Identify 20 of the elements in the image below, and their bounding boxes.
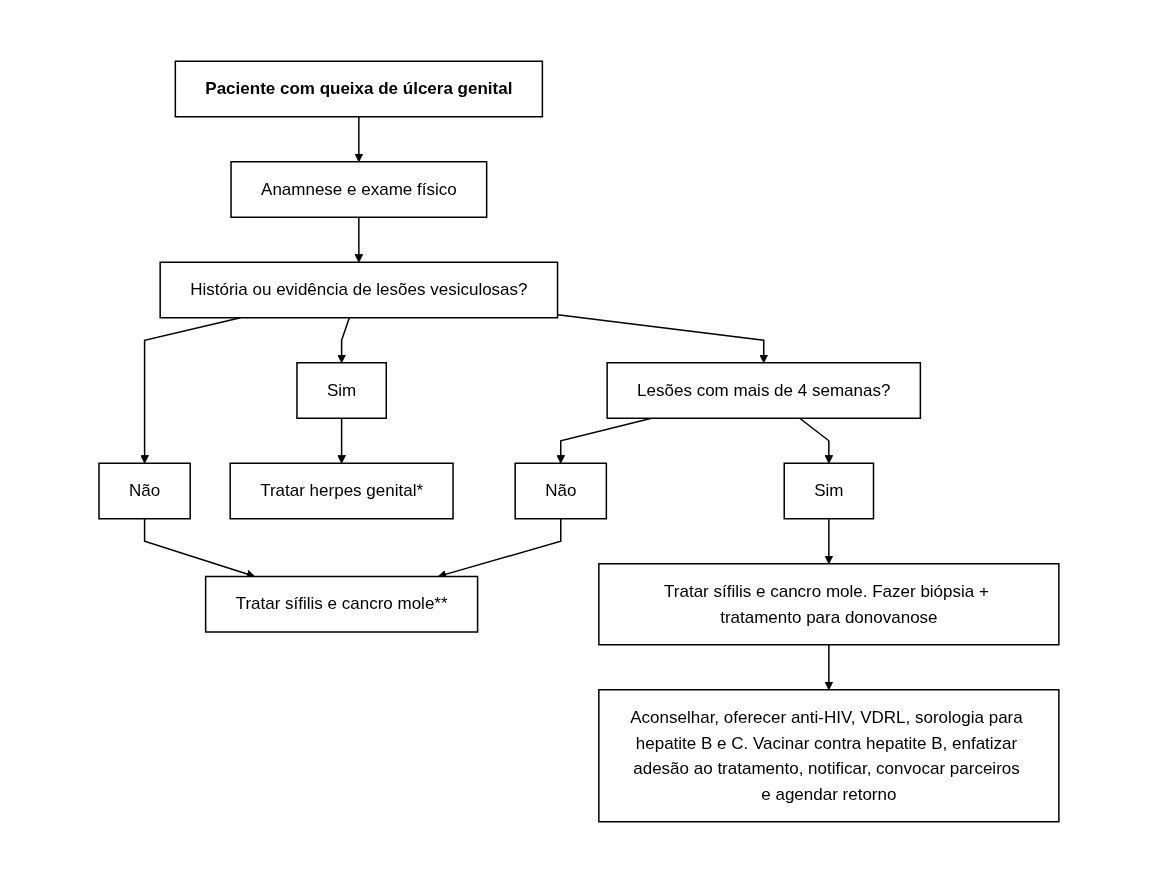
- arrow: [354, 116, 363, 163]
- node-box: Tratar herpes genital*: [229, 462, 454, 520]
- node-box: Tratar sífilis e cancro mole. Fazer biópsia + tratamento para donovanose: [597, 563, 1060, 646]
- node-box: Lesões com mais de 4 semanas?: [605, 362, 921, 419]
- arrow: [824, 518, 833, 565]
- arrow: [824, 644, 833, 691]
- node-box: História ou evidência de lesões vesiculosas?: [159, 261, 558, 319]
- node-box: Sim: [783, 462, 874, 520]
- node-box: Tratar sífilis e cancro mole**: [204, 575, 478, 633]
- arrow: [336, 417, 346, 464]
- node-box: Anamnese e exame físico: [229, 161, 487, 218]
- arrow: [336, 317, 350, 364]
- arrow: [556, 313, 768, 364]
- arrow: [798, 417, 833, 464]
- node-box: Paciente com queixa de úlcera genital: [174, 60, 543, 118]
- node-box: Não: [514, 462, 607, 520]
- node-box: Sim: [295, 362, 387, 419]
- node-box: Aconselhar, oferecer anti-HIV, VDRL, sorologia para hepatite B e C. Vacinar contra hepatite B, enfatizar adesão ao tratamento, notificar, convocar parceiros e agendar retorno: [597, 689, 1060, 823]
- node-box: Não: [97, 462, 191, 520]
- arrow: [354, 216, 363, 263]
